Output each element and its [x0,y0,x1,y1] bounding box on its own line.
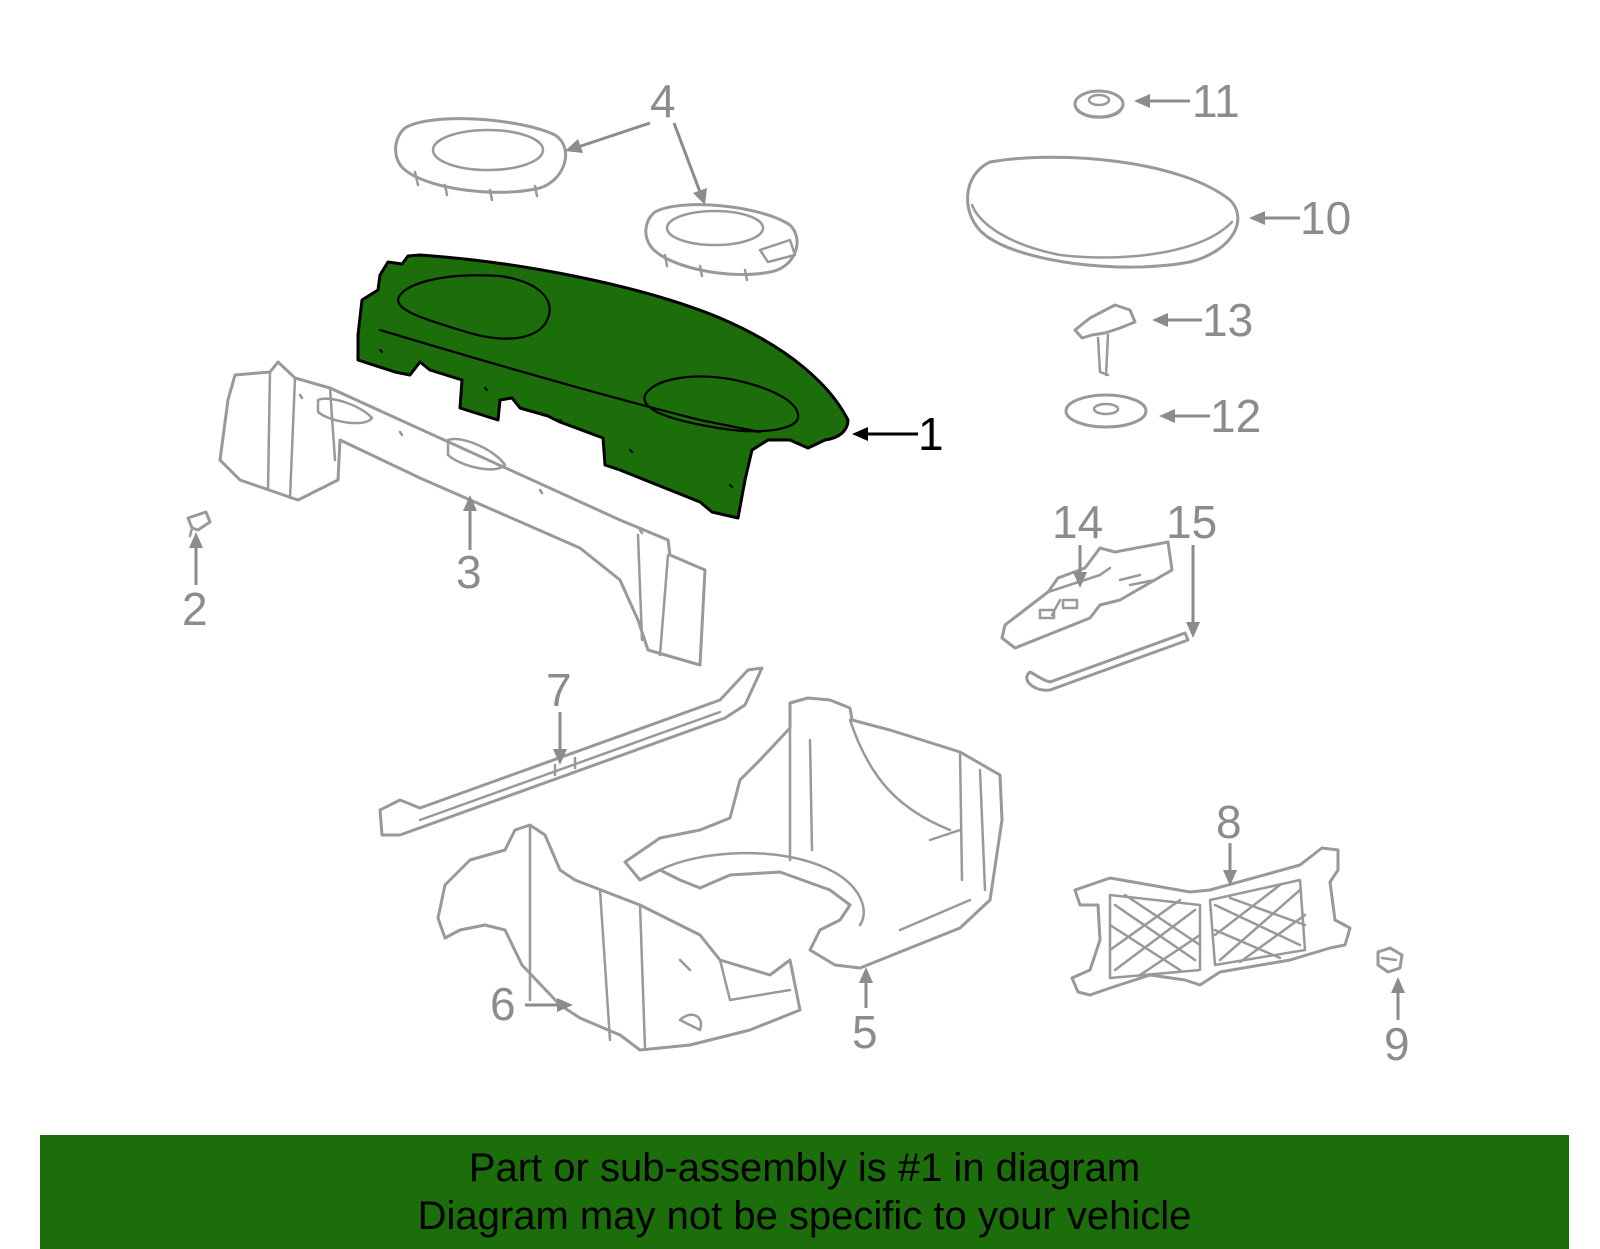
part-2-fastener[interactable] [186,510,212,538]
callout-1[interactable]: 1 [918,408,944,460]
banner-line-2: Diagram may not be specific to your vehi… [417,1194,1192,1238]
callout-10[interactable]: 10 [1300,192,1351,244]
part-10-spare-cover[interactable] [966,155,1240,269]
part-15-jack-handle[interactable] [1025,631,1190,692]
part-1-highlight[interactable] [356,253,850,520]
leader-4a [577,121,651,149]
part-1-package-tray[interactable] [356,253,850,520]
part-8-cargo-net[interactable] [1070,846,1352,997]
callout-4[interactable]: 4 [650,75,676,127]
callout-13[interactable]: 13 [1202,294,1253,346]
callout-6[interactable]: 6 [490,978,516,1030]
part-14-jack[interactable] [1000,540,1174,650]
part-5-trunk-trim[interactable] [623,696,1004,970]
part-9-clip[interactable] [1376,946,1404,974]
part-13-bracket[interactable] [1073,303,1137,377]
leader-4b [672,122,702,193]
info-banner: Part or sub-assembly is #1 in diagram Di… [40,1135,1569,1249]
callout-7[interactable]: 7 [546,664,572,716]
part-4-speaker-ring-right[interactable] [644,203,799,282]
part-11-plug[interactable] [1073,89,1125,119]
part-4-speaker-ring-left[interactable] [394,117,568,202]
callout-11[interactable]: 11 [1192,75,1240,127]
callout-9[interactable]: 9 [1384,1018,1410,1070]
callout-8[interactable]: 8 [1216,796,1242,848]
callout-12[interactable]: 12 [1210,390,1261,442]
callout-leaders [189,94,1405,1020]
part-3-rear-panel[interactable] [218,360,707,667]
callout-15[interactable]: 15 [1166,496,1217,548]
callout-14[interactable]: 14 [1052,496,1103,548]
part-6-side-trim[interactable] [436,823,802,1052]
callout-2[interactable]: 2 [182,583,208,635]
part-12-washer[interactable] [1064,393,1148,429]
callout-labels: 1 2 3 4 5 6 7 8 9 10 11 12 13 14 15 [182,75,1410,1070]
callout-3[interactable]: 3 [456,546,482,598]
part-7-sill-plate[interactable] [378,666,764,837]
callout-5[interactable]: 5 [852,1006,878,1058]
banner-line-1: Part or sub-assembly is #1 in diagram [468,1146,1141,1190]
